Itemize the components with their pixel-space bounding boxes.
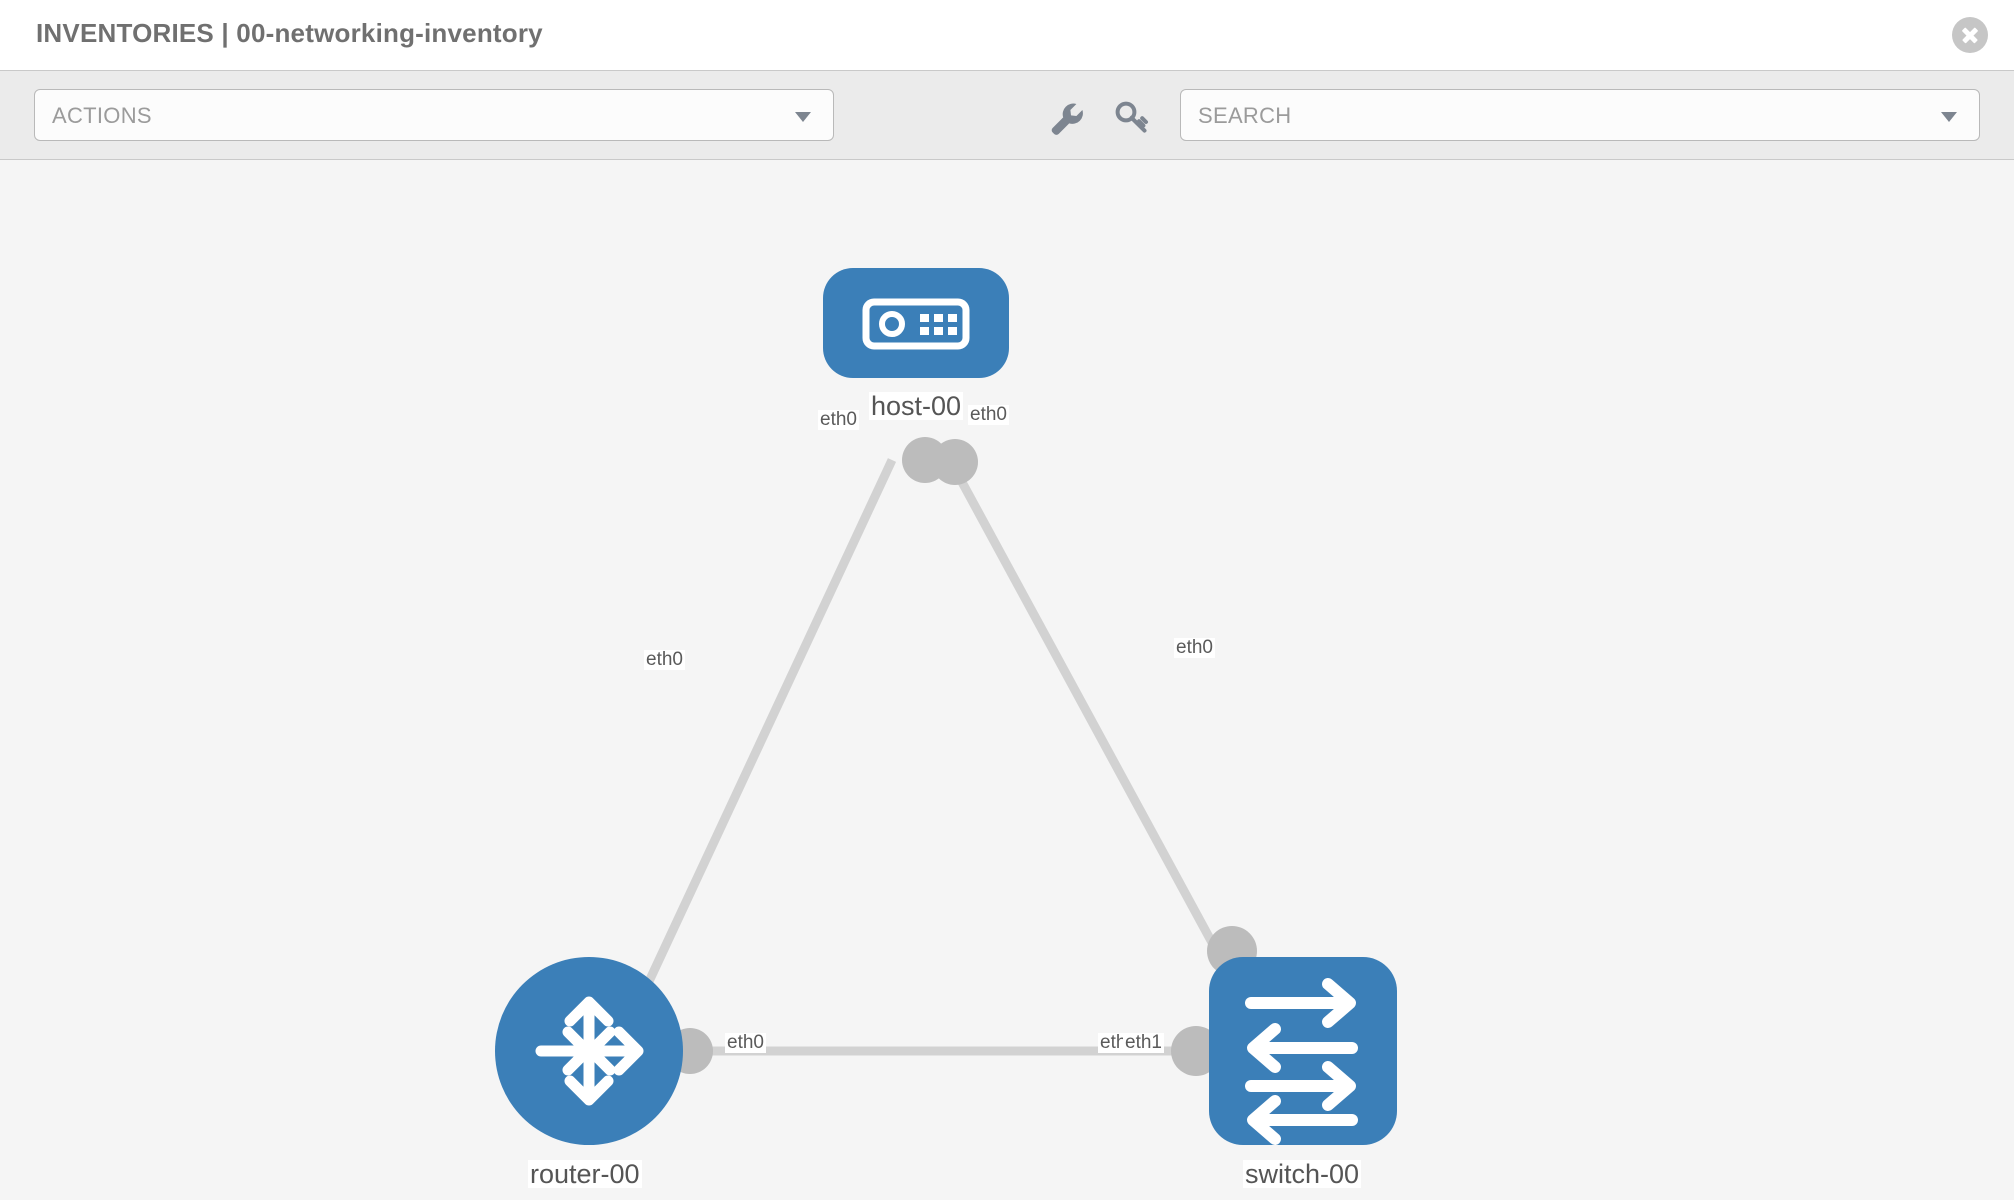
node-host-00[interactable] <box>823 268 1009 378</box>
interface-label-switch00-eth0-overlap: eth <box>1098 1032 1129 1053</box>
link-host00-switch00[interactable] <box>946 457 1232 975</box>
node-label-switch-00: switch-00 <box>1243 1159 1362 1189</box>
actions-dropdown-label: ACTIONS <box>52 103 152 128</box>
interface-dot-switch00-eth1[interactable] <box>1171 1026 1221 1076</box>
page-title: INVENTORIES | 00-networking-inventory <box>36 18 543 48</box>
interface-label-switch00-uplink-eth0: eth0 <box>1174 637 1215 658</box>
page-header: INVENTORIES | 00-networking-inventory <box>0 0 2014 70</box>
toolbar: ACTIONS SEARCH <box>0 70 2014 160</box>
topology-canvas[interactable]: eth0 eth0 eth0 eth0 eth0 eth eth1 host-0… <box>0 160 2014 1200</box>
node-label-host-00: host-00 <box>869 391 964 421</box>
interface-label-router00-uplink-eth0: eth0 <box>644 649 685 670</box>
router-arrows-icon <box>535 996 644 1106</box>
interface-label-switch00-eth1: eth1 <box>1123 1032 1164 1053</box>
chevron-down-icon[interactable] <box>795 112 811 122</box>
switch-arrows-icon <box>1245 978 1358 1145</box>
interface-label-router00-eth0: eth0 <box>725 1032 766 1053</box>
search-placeholder: SEARCH <box>1198 103 1292 128</box>
wrench-icon[interactable] <box>1044 95 1088 139</box>
chevron-down-icon[interactable] <box>1941 112 1957 122</box>
topology-graph <box>495 268 1397 1145</box>
server-icon <box>862 298 970 350</box>
node-switch-00[interactable] <box>1209 957 1397 1145</box>
router-arrowheads-icon <box>562 1026 616 1076</box>
key-icon[interactable] <box>1110 95 1154 139</box>
interface-label-host00-eth0-left: eth0 <box>818 409 859 430</box>
interface-dot-host00-eth0-right[interactable] <box>932 439 978 485</box>
node-router-00[interactable] <box>495 957 683 1145</box>
interface-label-host00-eth0-right: eth0 <box>968 404 1009 425</box>
search-input[interactable]: SEARCH <box>1180 89 1980 141</box>
close-icon[interactable] <box>1952 17 1988 53</box>
actions-dropdown[interactable]: ACTIONS <box>34 89 834 141</box>
topology-links <box>640 457 1232 1056</box>
node-host-00-shape[interactable] <box>823 268 1009 378</box>
link-host00-router00[interactable] <box>640 458 897 992</box>
node-label-router-00: router-00 <box>528 1159 642 1189</box>
